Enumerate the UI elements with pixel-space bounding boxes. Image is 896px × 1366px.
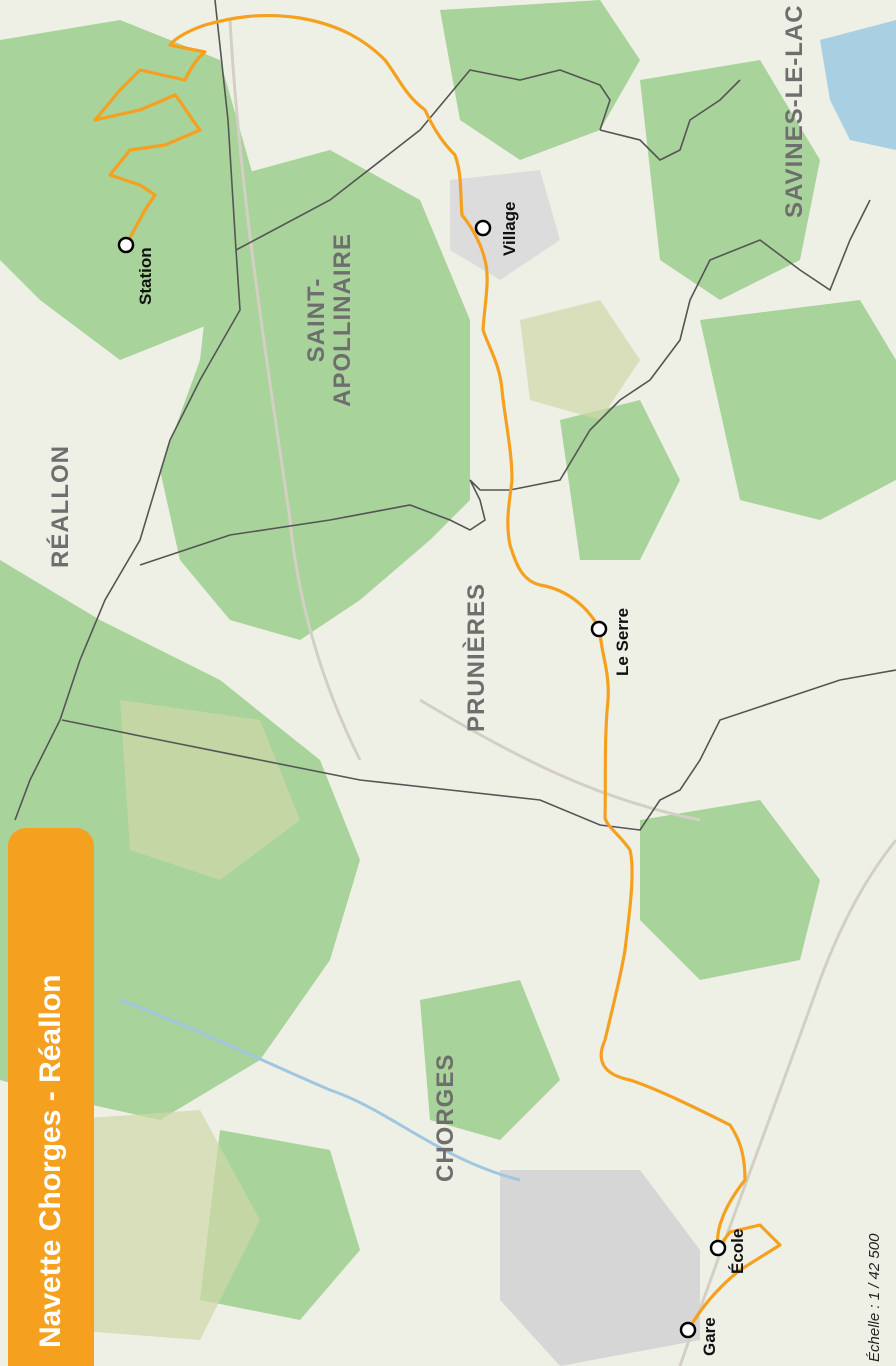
commune-label-prunieres: PRUNIÈRES: [463, 582, 490, 732]
commune-boundaries: [14, 0, 896, 831]
forest-areas: [0, 0, 896, 1320]
commune-label-chorges: CHORGES: [432, 1053, 459, 1182]
urban-area: [500, 1170, 700, 1366]
stop-label-station: Station: [136, 247, 155, 305]
fields: [60, 300, 640, 1340]
bus-route: [93, 13, 782, 1332]
title-banner: Navette Chorges - Réallon: [8, 828, 94, 1366]
commune-label-savines: SAVINES-LE-LAC: [781, 4, 808, 218]
scale-label: Échelle : 1 / 42 500: [866, 1233, 883, 1362]
stop-marker-village[interactable]: [474, 219, 492, 237]
stop-marker-station[interactable]: [117, 236, 135, 254]
commune-label-line: SAINT-: [303, 277, 330, 363]
stop-label-ecole: École: [728, 1228, 747, 1274]
commune-label-reallon: RÉALLON: [47, 445, 74, 568]
stop-label-village: Village: [500, 201, 519, 257]
river: [119, 998, 521, 1182]
urban-area: [450, 170, 560, 280]
commune-label-saint-apollinaire: SAINT- APOLLINAIRE: [303, 232, 356, 408]
stop-marker-gare[interactable]: [679, 1321, 697, 1339]
stop-label-le-serre: Le Serre: [613, 607, 632, 676]
stop-marker-ecole[interactable]: [709, 1239, 727, 1257]
stop-label-gare: Gare: [700, 1317, 719, 1356]
commune-label-line: APOLLINAIRE: [329, 233, 356, 407]
map-title: Navette Chorges - Réallon: [34, 974, 67, 1348]
roads: [228, 19, 896, 1366]
stop-markers: [117, 219, 727, 1339]
lake: [820, 20, 896, 150]
stop-marker-le-serre[interactable]: [590, 620, 608, 638]
